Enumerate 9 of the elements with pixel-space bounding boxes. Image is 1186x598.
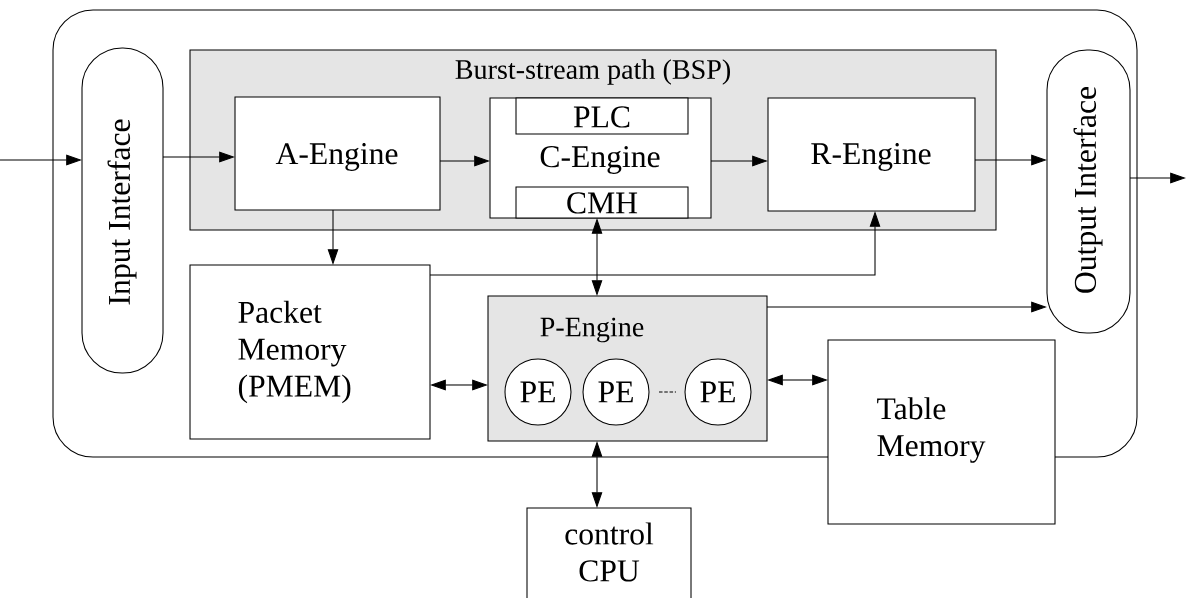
engine-box: CMH [515,186,689,219]
engine-box: PLC [515,97,689,135]
engine-box: A-Engine [234,96,441,211]
engine-box: control CPU [526,507,692,598]
interface-box: Input Interface [81,47,164,374]
interface-box: Output Interface [1046,49,1131,334]
engine-box: Packet Memory (PMEM) [189,264,431,440]
engine-box: Table Memory [827,339,1056,525]
engine-box: R-Engine [767,97,976,212]
